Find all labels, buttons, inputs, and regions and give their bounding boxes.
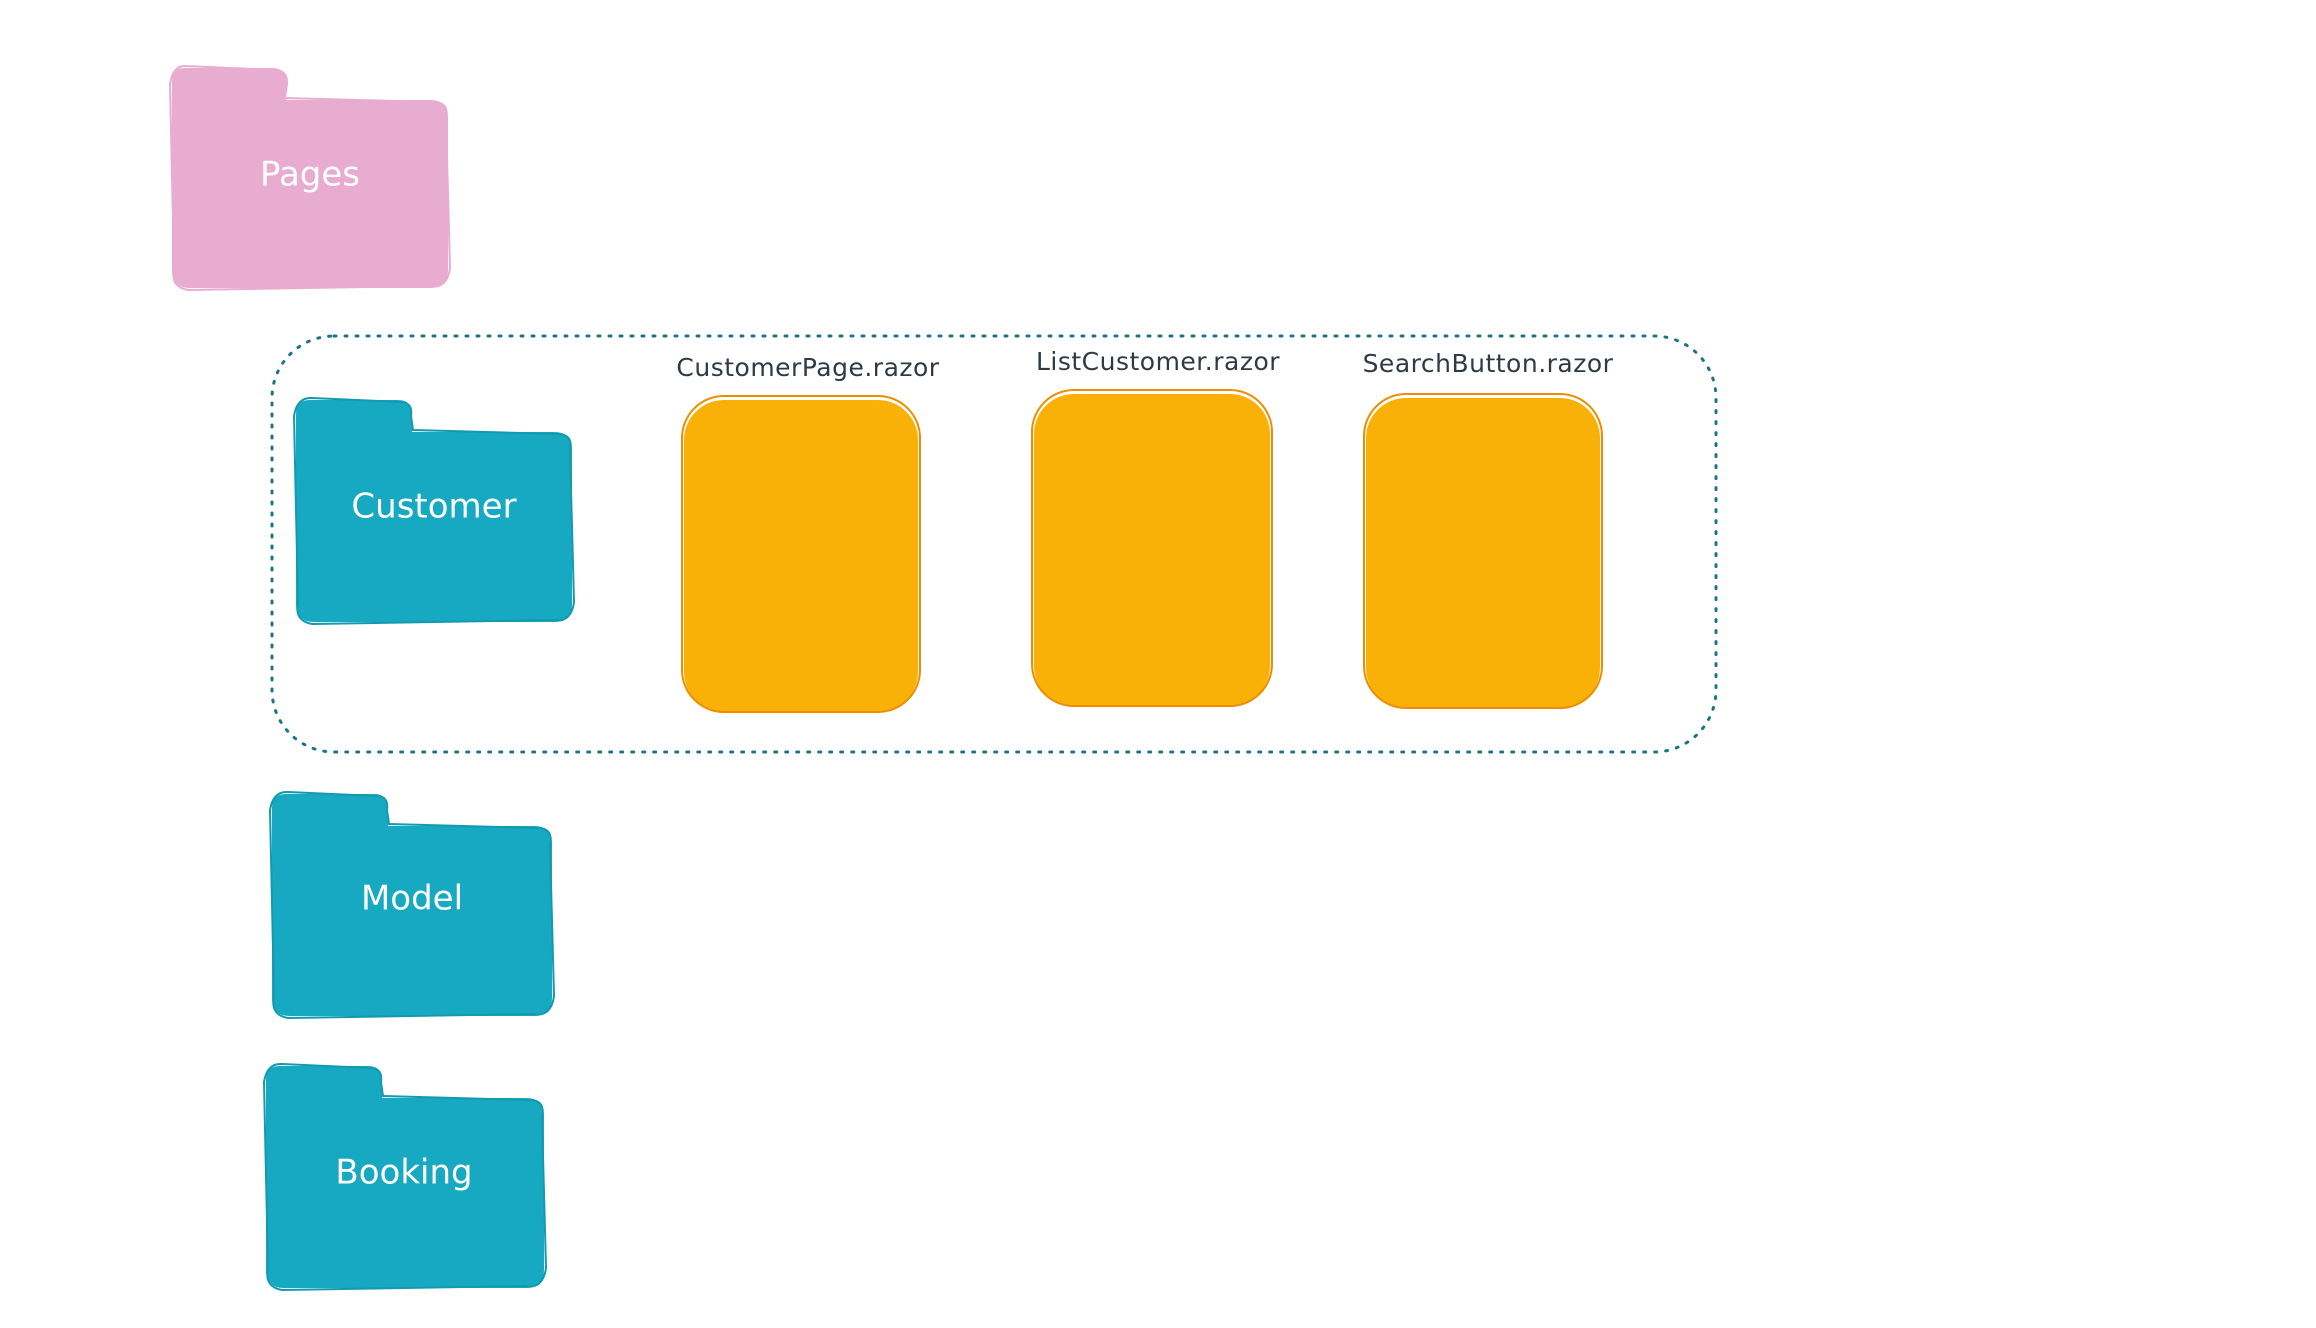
razor-file-outline xyxy=(681,395,921,713)
razor-file-label: SearchButton.razor xyxy=(1363,349,1614,378)
customer-folder-outline xyxy=(292,396,576,626)
model-folder-label: Model xyxy=(361,879,463,919)
customer-folder[interactable]: Customer xyxy=(292,396,576,626)
model-folder-outline xyxy=(268,790,556,1020)
booking-folder-outline xyxy=(262,1062,548,1292)
pages-folder[interactable]: Pages xyxy=(168,64,452,292)
razor-file-outline xyxy=(1363,393,1603,709)
razor-file-listcustomer[interactable]: ListCustomer.razor xyxy=(1031,347,1280,707)
model-folder-icon xyxy=(272,794,552,1016)
pages-folder-outline xyxy=(168,64,452,292)
razor-file-icon xyxy=(684,400,918,712)
customer-group-border xyxy=(270,334,1718,754)
razor-file-icon xyxy=(1034,394,1270,706)
pages-folder-label: Pages xyxy=(260,155,360,195)
customer-folder-icon xyxy=(296,400,572,622)
razor-file-outline xyxy=(1031,389,1273,707)
booking-folder-label: Booking xyxy=(335,1153,472,1193)
razor-file-label: ListCustomer.razor xyxy=(1036,347,1280,376)
model-folder[interactable]: Model xyxy=(268,790,556,1020)
razor-file-searchbutton[interactable]: SearchButton.razor xyxy=(1363,349,1614,709)
customer-folder-label: Customer xyxy=(351,487,516,527)
razor-file-label: CustomerPage.razor xyxy=(676,353,939,382)
booking-folder[interactable]: Booking xyxy=(262,1062,548,1292)
booking-folder-icon xyxy=(266,1066,544,1288)
razor-file-customerpage[interactable]: CustomerPage.razor xyxy=(676,353,939,713)
razor-file-icon xyxy=(1366,398,1600,708)
pages-folder-icon xyxy=(172,68,448,288)
